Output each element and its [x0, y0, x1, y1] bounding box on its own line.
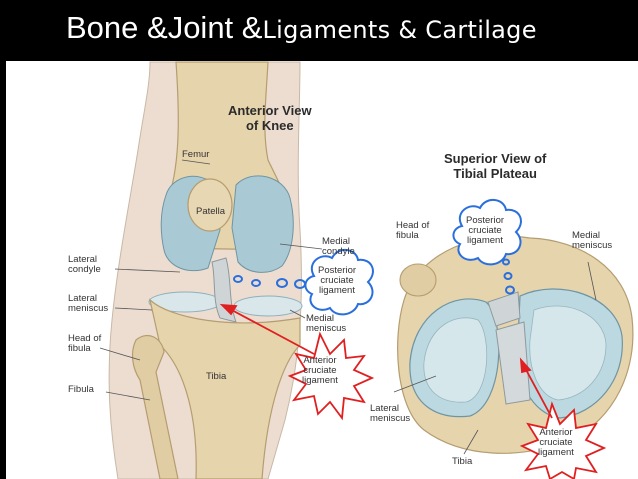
- anterior-heading-line2: of Knee: [228, 119, 312, 134]
- label-lateral-condyle: Lateral condyle: [68, 255, 101, 275]
- pcl-callout-superior-3: ligament: [466, 236, 504, 246]
- label-head-of-fibula: Head of fibula: [68, 334, 101, 354]
- label-head-of-fibula-2: fibula: [68, 344, 101, 354]
- acl-callout-anterior-3: ligament: [302, 376, 338, 386]
- acl-callout-anterior: Anterior cruciate ligament: [302, 356, 338, 386]
- acl-callout-superior: Anterior cruciate ligament: [538, 428, 574, 458]
- superior-heading: Superior View of Tibial Plateau: [444, 152, 546, 182]
- label-lateral-meniscus-2: meniscus: [68, 304, 108, 314]
- label-sup-head-of-fibula: Head of fibula: [396, 221, 429, 241]
- label-medial-condyle: Medial condyle: [322, 237, 355, 257]
- label-sup-lateral-meniscus: Lateral meniscus: [370, 404, 410, 424]
- pcl-callout-anterior-3: ligament: [318, 286, 356, 296]
- label-lateral-meniscus: Lateral meniscus: [68, 294, 108, 314]
- label-sup-head-of-fibula-2: fibula: [396, 231, 429, 241]
- label-lateral-condyle-2: condyle: [68, 265, 101, 275]
- label-medial-meniscus: Medial meniscus: [306, 314, 346, 334]
- acl-callout-superior-3: ligament: [538, 448, 574, 458]
- label-sup-medial-meniscus: Medial meniscus: [572, 231, 612, 251]
- label-femur: Femur: [182, 150, 209, 160]
- label-medial-condyle-2: condyle: [322, 247, 355, 257]
- superior-heading-line2: Tibial Plateau: [444, 167, 546, 182]
- head-of-fibula-sup: [400, 264, 436, 296]
- medial-condyle: [232, 176, 293, 273]
- label-fibula: Fibula: [68, 385, 94, 395]
- anterior-heading: Anterior View of Knee: [228, 104, 312, 134]
- label-patella: Patella: [196, 207, 225, 217]
- label-medial-meniscus-2: meniscus: [306, 324, 346, 334]
- patella: [188, 179, 232, 231]
- label-tibia: Tibia: [206, 372, 226, 382]
- superior-heading-line1: Superior View of: [444, 152, 546, 167]
- medial-meniscus: [234, 296, 302, 316]
- label-sup-medial-meniscus-2: meniscus: [572, 241, 612, 251]
- anterior-heading-line1: Anterior View: [228, 104, 312, 119]
- pcl-callout-superior: Posterior cruciate ligament: [466, 216, 504, 246]
- pcl-callout-anterior: Posterior cruciate ligament: [318, 266, 356, 296]
- label-sup-lateral-meniscus-2: meniscus: [370, 414, 410, 424]
- label-sup-tibia: Tibia: [452, 457, 472, 467]
